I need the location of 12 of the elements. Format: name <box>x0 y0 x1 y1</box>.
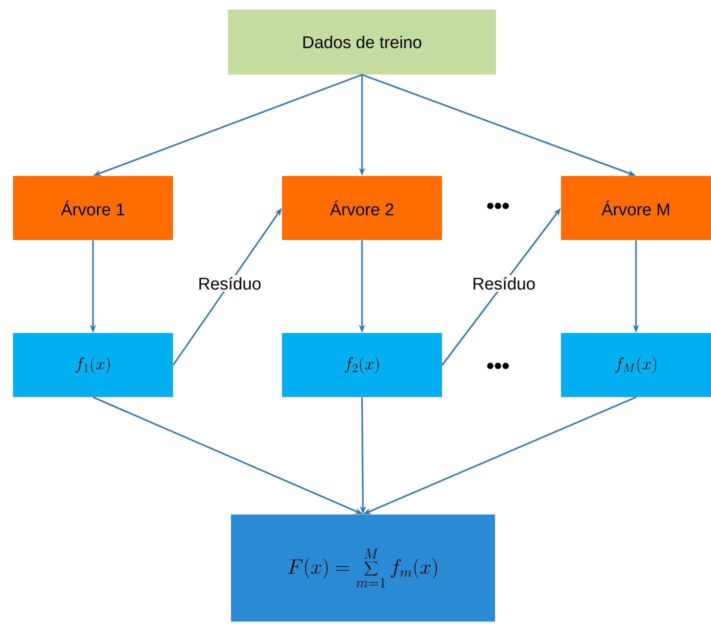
function-box: $f_2(x)$ <box>282 333 442 397</box>
ellipsis: ••• <box>487 362 509 370</box>
function-box: $f_M(x)$ <box>561 333 711 397</box>
function-box: $f_1(x)$ <box>13 333 173 397</box>
ellipsis: ••• <box>487 202 509 210</box>
tree-box: Árvore M <box>561 176 711 240</box>
edge-label: Resíduo <box>196 275 264 292</box>
sum-box: $F(x) = \sum_{m=1}^{M} f_m(x)$ <box>231 514 495 622</box>
edge-label: Resíduo <box>470 275 538 292</box>
tree-box: Árvore 1 <box>13 176 173 240</box>
tree-box: Árvore 2 <box>282 176 442 240</box>
data-box: Dados de treino <box>228 10 496 74</box>
